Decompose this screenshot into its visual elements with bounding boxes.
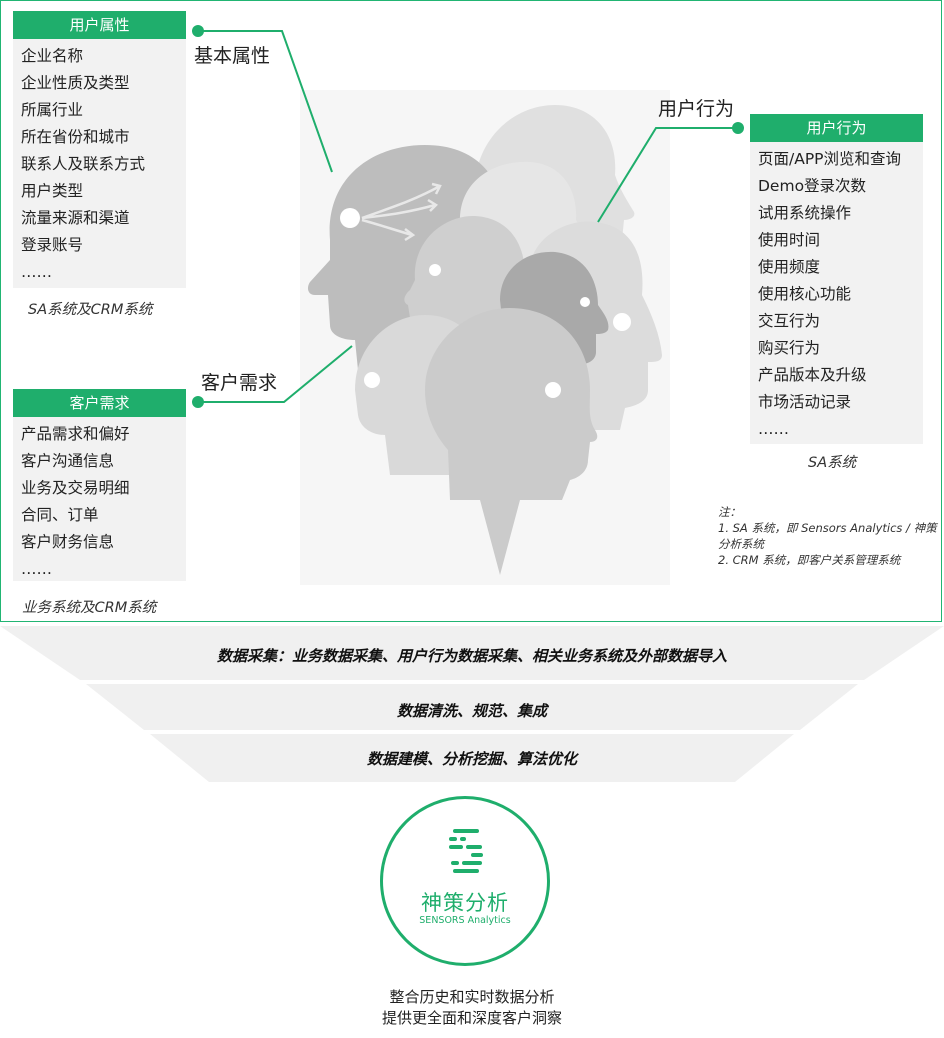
list-item: 所在省份和城市 [21, 128, 130, 146]
user-behavior-panel: 用户行为 页面/APP浏览和查询 Demo登录次数 试用系统操作 使用时间 使用… [750, 114, 923, 444]
list-item: 业务及交易明细 [21, 479, 130, 497]
footer-line-2: 提供更全面和深度客户洞察 [381, 1009, 562, 1027]
user-attributes-panel: 用户属性 企业名称 企业性质及类型 所属行业 所在省份和城市 联系人及联系方式 … [13, 11, 186, 288]
list-item: 客户财务信息 [21, 533, 115, 551]
list-item: 企业名称 [21, 47, 84, 65]
customer-needs-label: 客户需求 [201, 372, 278, 394]
funnel-bands [0, 626, 944, 782]
sensors-logo: 神策分析 SENSORS Analytics [380, 796, 550, 966]
pipeline-step-3: 数据建模、分析挖掘、算法优化 [366, 750, 577, 768]
list-item: 客户沟通信息 [21, 452, 115, 470]
list-item: 试用系统操作 [758, 204, 852, 222]
list-item: 购买行为 [758, 339, 821, 357]
list-item: 交互行为 [758, 312, 821, 330]
user-attributes-header: 用户属性 [13, 11, 186, 39]
customer-needs-caption: 业务系统及CRM系统 [22, 600, 157, 616]
list-item: …… [21, 560, 52, 578]
list-item: 流量来源和渠道 [21, 209, 130, 227]
user-behavior-header: 用户行为 [750, 114, 923, 142]
notes-line-1: 1. SA 系统，即 Sensors Analytics / 神策分析系统 [718, 521, 937, 551]
list-item: 企业性质及类型 [21, 74, 130, 92]
list-item: 页面/APP浏览和查询 [758, 150, 902, 168]
list-item: 产品需求和偏好 [21, 425, 130, 443]
list-item: 登录账号 [21, 236, 84, 254]
pipeline-step-2: 数据清洗、规范、集成 [396, 702, 547, 720]
pipeline-step-1: 数据采集：业务数据采集、用户行为数据采集、相关业务系统及外部数据导入 [216, 647, 727, 665]
list-item: 合同、订单 [21, 506, 99, 524]
user-behavior-label: 用户行为 [658, 98, 735, 120]
user-attributes-caption: SA系统及CRM系统 [28, 302, 153, 318]
customer-needs-panel: 客户需求 产品需求和偏好 客户沟通信息 业务及交易明细 合同、订单 客户财务信息… [13, 389, 186, 581]
logo-name-cn: 神策分析 [421, 891, 509, 915]
user-behavior-caption: SA系统 [808, 455, 857, 471]
logo-name-en: SENSORS Analytics [419, 915, 511, 926]
list-item: Demo登录次数 [758, 177, 867, 195]
user-attributes-list: 企业名称 企业性质及类型 所属行业 所在省份和城市 联系人及联系方式 用户类型 … [13, 39, 186, 286]
sensors-s-icon [449, 829, 483, 873]
customer-needs-list: 产品需求和偏好 客户沟通信息 业务及交易明细 合同、订单 客户财务信息 …… [13, 417, 186, 583]
connector-lines [192, 25, 744, 408]
list-item: …… [758, 420, 789, 438]
heads-illustration [300, 90, 670, 585]
list-item: 使用时间 [758, 231, 821, 249]
list-item: 所属行业 [21, 101, 84, 119]
diagram-frame [0, 0, 942, 622]
customer-needs-header: 客户需求 [13, 389, 186, 417]
list-item: 联系人及联系方式 [21, 155, 146, 173]
list-item: 使用核心功能 [758, 285, 852, 303]
notes-line-2: 2. CRM 系统，即客户关系管理系统 [718, 553, 901, 567]
basic-attributes-label: 基本属性 [194, 45, 271, 67]
user-behavior-list: 页面/APP浏览和查询 Demo登录次数 试用系统操作 使用时间 使用频度 使用… [750, 142, 923, 443]
list-item: 用户类型 [21, 182, 84, 200]
notes: 注： 1. SA 系统，即 Sensors Analytics / 神策分析系统… [718, 504, 938, 568]
list-item: 产品版本及升级 [758, 366, 867, 384]
list-item: 市场活动记录 [758, 393, 852, 411]
list-item: …… [21, 263, 52, 281]
footer-line-1: 整合历史和实时数据分析 [389, 988, 555, 1006]
notes-title: 注： [718, 505, 741, 519]
list-item: 使用频度 [758, 258, 821, 276]
